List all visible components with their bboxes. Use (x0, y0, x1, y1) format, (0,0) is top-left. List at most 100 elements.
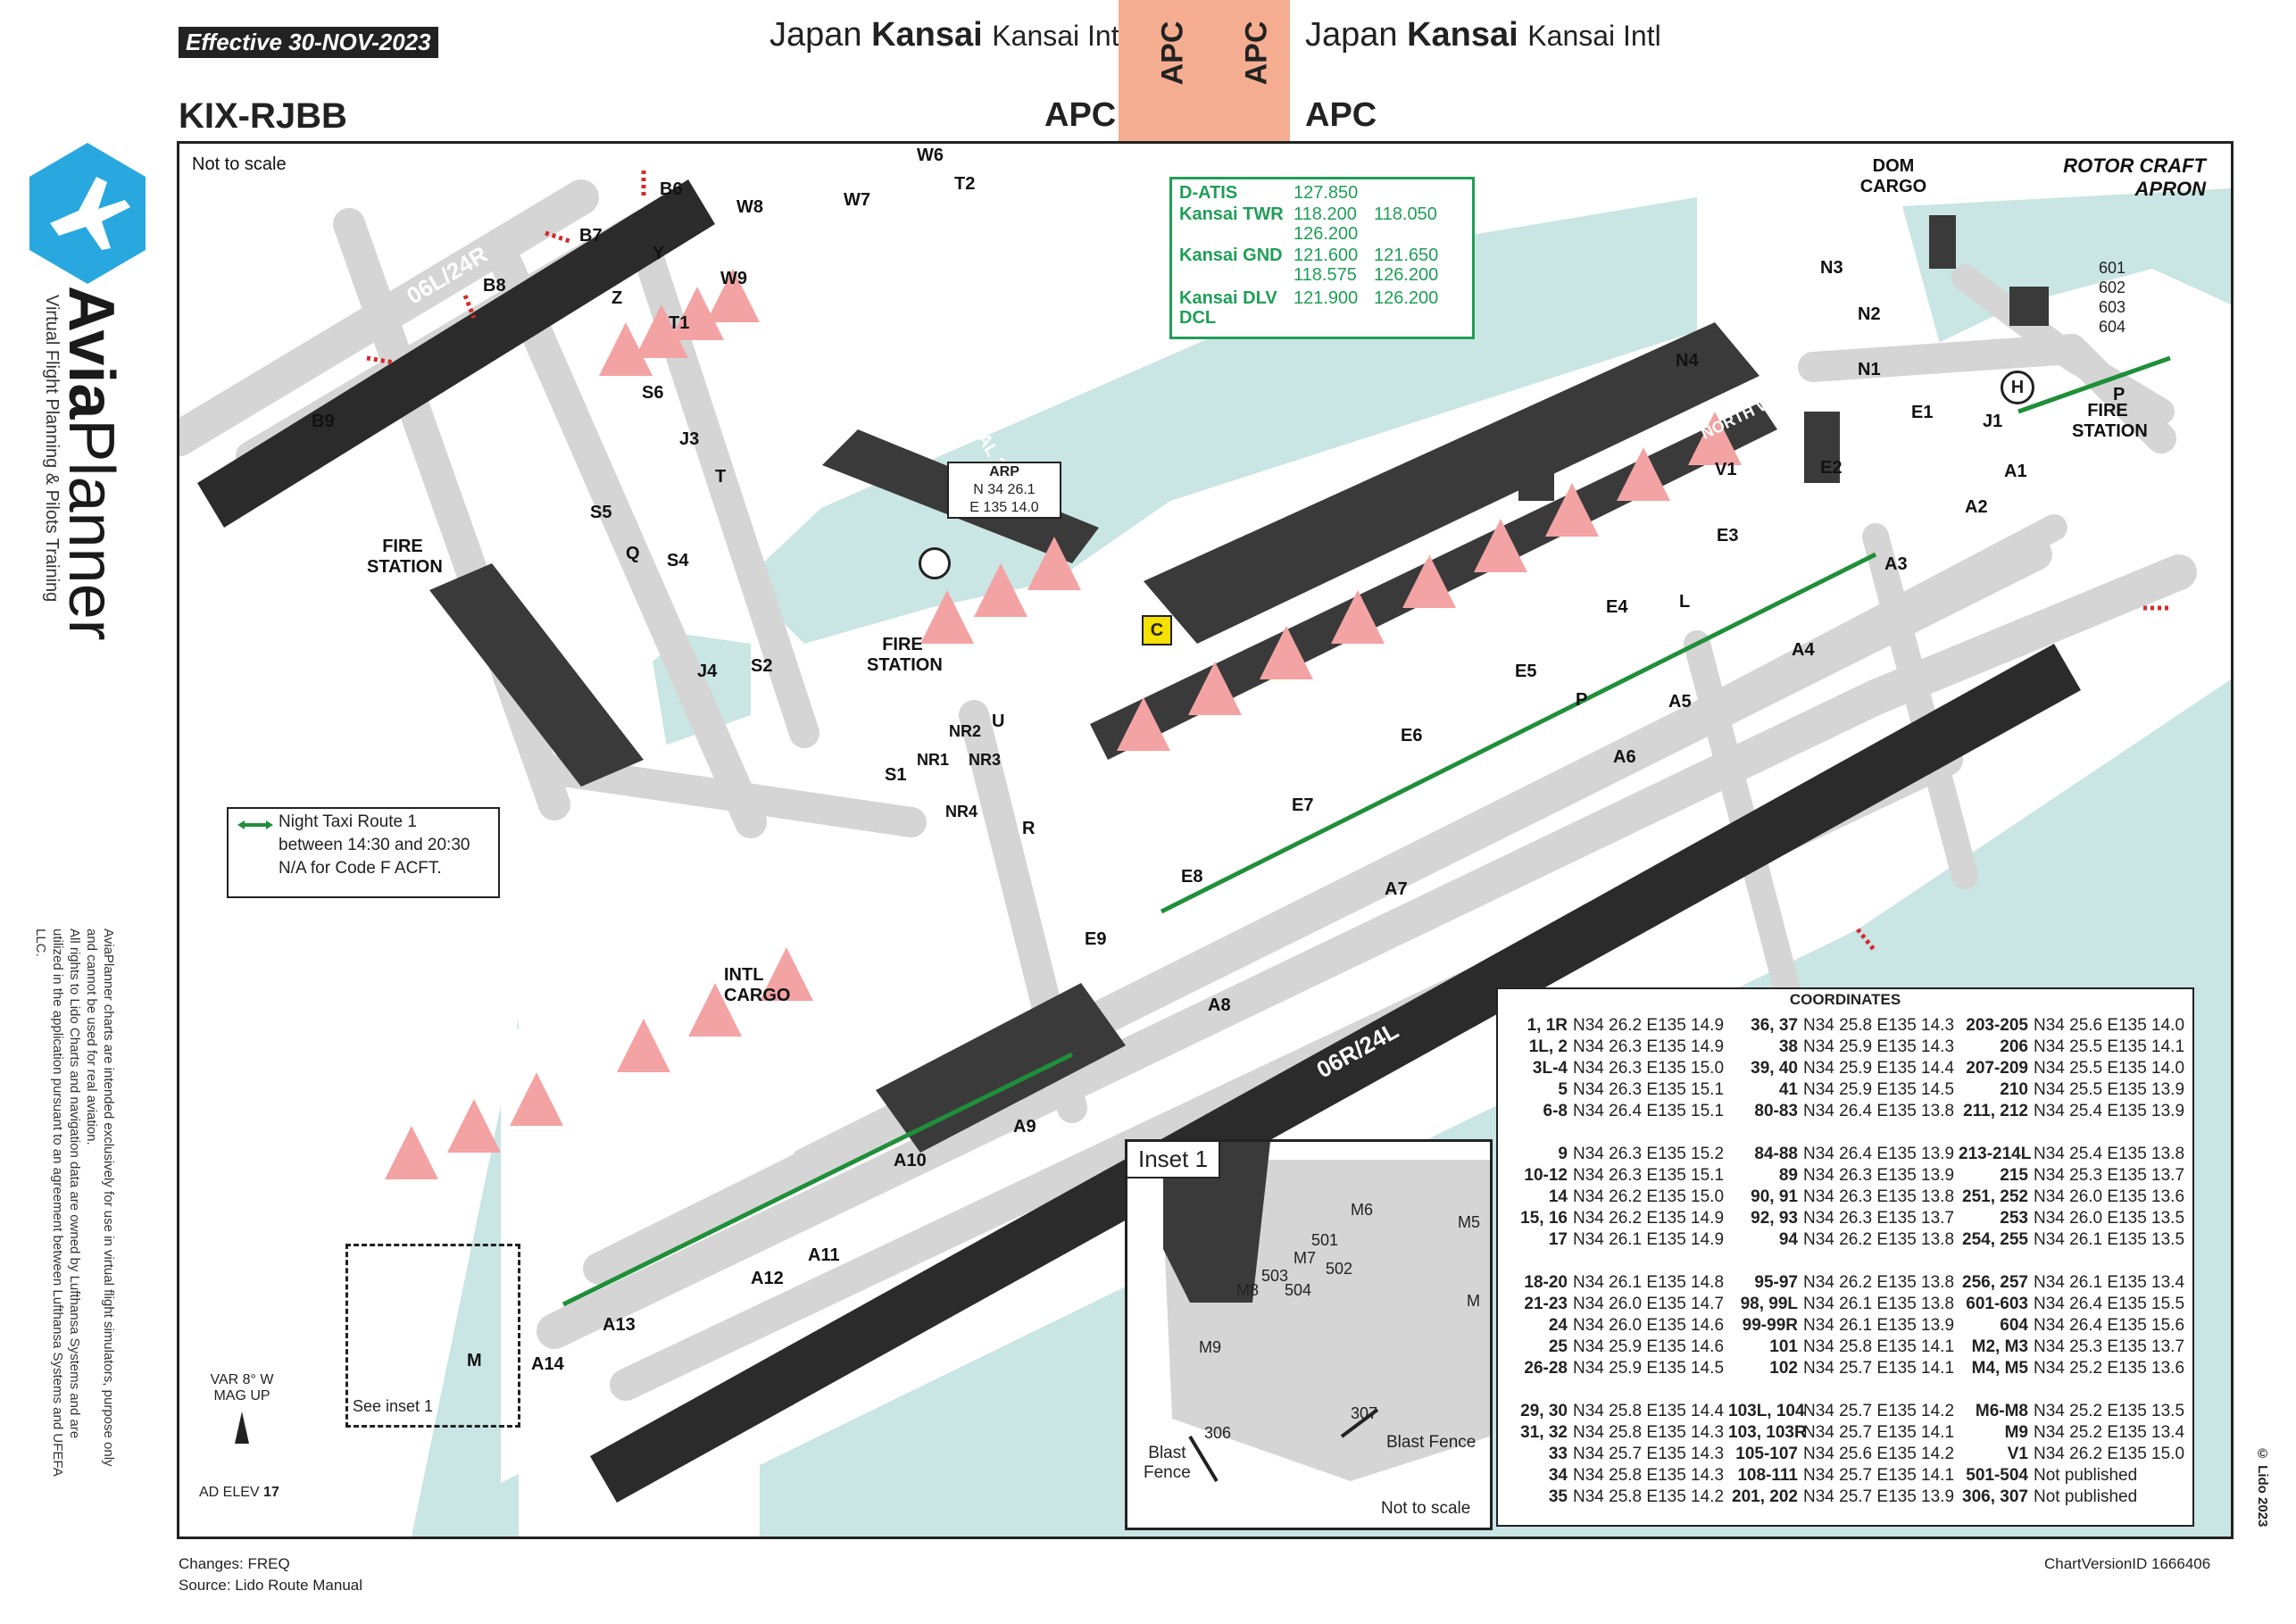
taxiway-label: Q (626, 544, 640, 563)
inset-stand-label: 306 (1204, 1424, 1232, 1442)
fire-station-label-east: FIRE STATION (2072, 401, 2148, 441)
coordinate-id: 501-504 (1966, 1466, 2028, 1485)
freq-value: 126.200 (1294, 224, 1359, 244)
coordinate-value: N34 26.1 E135 13.5 (2034, 1230, 2185, 1249)
airport-title-right: Japan Kansai Kansai Intl (1305, 16, 1661, 54)
coordinate-value: N34 25.2 E135 13.4 (2034, 1423, 2185, 1442)
coordinate-row: 102 N34 25.7 E135 14.1 (1728, 1359, 1959, 1380)
taxiway-label: B8 (483, 276, 506, 296)
coordinate-id: 254, 255 (1962, 1230, 2028, 1249)
inset-stand-label: M9 (1199, 1338, 1222, 1356)
coordinate-value: Not published (2034, 1487, 2138, 1506)
coordinate-id: 215 (2000, 1166, 2028, 1185)
coordinate-id: 29, 30 (1520, 1402, 1568, 1420)
coordinate-row (1728, 1123, 1959, 1145)
coordinate-value: N34 25.4 E135 13.8 (2034, 1145, 2185, 1163)
coordinate-id: 26-28 (1524, 1359, 1568, 1378)
effective-date: Effective 30-NOV-2023 (179, 27, 438, 58)
coordinate-value: N34 26.2 E135 15.0 (2034, 1445, 2185, 1463)
coordinate-id: 21-23 (1524, 1295, 1568, 1313)
freq-value: 121.900 (1294, 288, 1359, 308)
taxiway-label: S1 (885, 765, 907, 785)
coordinate-value: N34 26.4 E135 15.1 (1573, 1102, 1725, 1120)
coordinate-value: N34 26.1 E135 13.4 (2034, 1273, 2185, 1292)
taxiway-label: E2 (1820, 458, 1843, 478)
coordinate-id: M9 (2004, 1423, 2028, 1442)
coordinate-value: N34 25.8 E135 14.3 (1573, 1423, 1725, 1442)
taxiway-label: S2 (751, 656, 773, 676)
coordinate-id: 103L, 104 (1728, 1402, 1805, 1420)
arp-box: ARP N 34 26.1 E 135 14.0 (947, 462, 1061, 519)
coordinate-value: N34 25.7 E135 14.1 (1803, 1359, 1955, 1378)
coordinate-value: N34 26.4 E135 15.6 (2034, 1316, 2185, 1335)
coordinate-id: 253 (2000, 1209, 2028, 1228)
taxiway-label: E8 (1181, 867, 1203, 887)
taxiway-label: B9 (312, 412, 335, 431)
coordinate-row (1728, 1380, 1959, 1402)
freq-label: DCL (1179, 308, 1217, 328)
coordinate-id: 90, 91 (1751, 1187, 1798, 1206)
coordinate-value: N34 25.8 E135 14.2 (1573, 1487, 1725, 1506)
green-arrow-icon (237, 820, 273, 829)
coordinate-value: N34 25.7 E135 14.1 (1803, 1466, 1955, 1485)
not-to-scale-label: Not to scale (192, 154, 287, 174)
intl-cargo-label: INTL CARGO (724, 965, 791, 1005)
coordinate-value: N34 25.8 E135 14.1 (1803, 1337, 1955, 1356)
apc-tab (1119, 0, 1290, 141)
taxiway-label: E1 (1911, 403, 1934, 422)
coordinate-value: N34 26.3 E135 13.8 (1803, 1187, 1955, 1206)
coordinate-value: N34 25.9 E135 14.3 (1803, 1037, 1955, 1056)
coordinate-value: N34 25.7 E135 13.9 (1803, 1487, 1955, 1506)
coordinate-id: 213-214L (1959, 1145, 2032, 1163)
airport-ident: KIX-RJBB (179, 96, 347, 136)
night-route-line3: N/A for Code F ACFT. (279, 859, 442, 878)
taxiway-label: J3 (679, 429, 700, 449)
taxiway-label: A7 (1385, 879, 1408, 899)
coordinate-id: 15, 16 (1520, 1209, 1568, 1228)
coordinate-id: 102 (1769, 1359, 1798, 1378)
coordinates-title: COORDINATES (1789, 991, 1901, 1008)
coordinate-row (1728, 1252, 1959, 1273)
coordinate-id: 203-205 (1966, 1016, 2028, 1035)
coordinate-id: 251, 252 (1962, 1187, 2028, 1206)
coordinate-row (1959, 1252, 2189, 1273)
freq-value: 127.850 (1294, 183, 1359, 203)
coordinate-id: 84-88 (1754, 1145, 1798, 1163)
taxiway-label: U (992, 712, 1005, 731)
inset-stand-label: 503 (1261, 1267, 1289, 1285)
inset-stand-label: M7 (1294, 1249, 1317, 1267)
taxiway-label: A6 (1613, 747, 1636, 767)
coordinate-row: 90, 91 N34 26.3 E135 13.8 (1728, 1187, 1959, 1209)
taxiway-label: V1 (1715, 460, 1737, 479)
coordinate-id: 99-99R (1742, 1316, 1798, 1335)
coordinate-id: 210 (2000, 1080, 2028, 1099)
coordinate-value: N34 26.3 E135 15.1 (1573, 1080, 1725, 1099)
inset-stand-label: M (1467, 1292, 1480, 1310)
taxiway-label: N1 (1858, 360, 1881, 379)
fire-station-label-central: FIRE STATION (867, 635, 943, 675)
coordinate-value: N34 26.2 E135 13.8 (1803, 1230, 1955, 1249)
coordinate-value: N34 26.2 E135 14.9 (1573, 1209, 1725, 1228)
coordinate-id: 207-209 (1966, 1059, 2028, 1078)
coordinate-value: N34 25.9 E135 14.5 (1803, 1080, 1955, 1099)
freq-label: Kansai TWR (1179, 204, 1284, 224)
runways (197, 179, 2081, 1503)
